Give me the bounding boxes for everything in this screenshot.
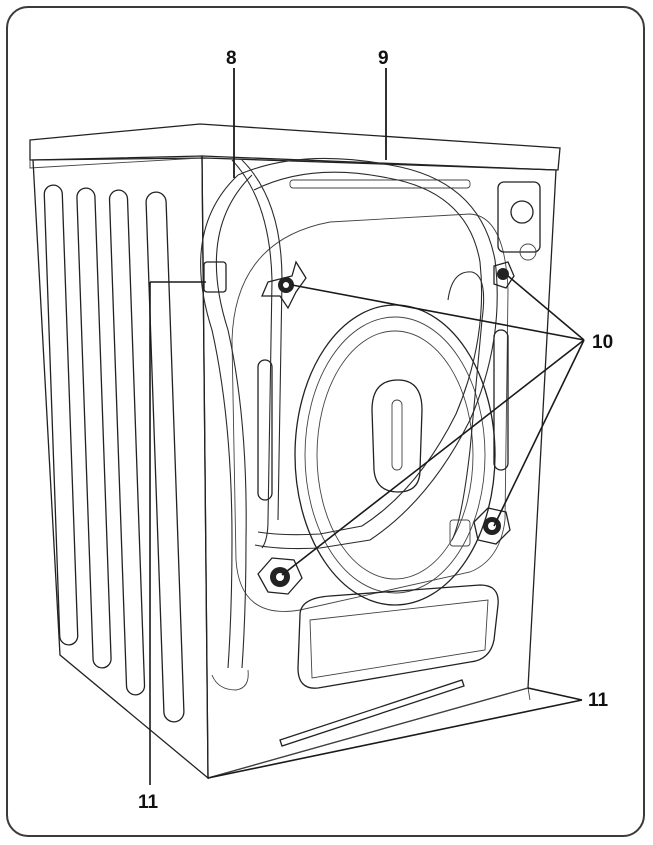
callout-lines bbox=[149, 68, 585, 785]
transit-bolt-top-left bbox=[261, 260, 307, 310]
callout-8: 8 bbox=[226, 48, 237, 69]
back-panel-pressings bbox=[231, 179, 541, 747]
hose-clip-left bbox=[203, 261, 227, 293]
transit-bolt-bottom-left bbox=[257, 557, 303, 595]
callout-11-right: 11 bbox=[588, 690, 609, 711]
callout-11-left: 11 bbox=[138, 792, 159, 813]
drain-hose bbox=[200, 157, 498, 691]
inlet-hose bbox=[231, 159, 485, 549]
callout-10: 10 bbox=[592, 332, 613, 353]
callout-9: 9 bbox=[378, 48, 389, 69]
transit-bolt-top-right bbox=[493, 261, 515, 289]
side-ribs bbox=[43, 184, 185, 723]
